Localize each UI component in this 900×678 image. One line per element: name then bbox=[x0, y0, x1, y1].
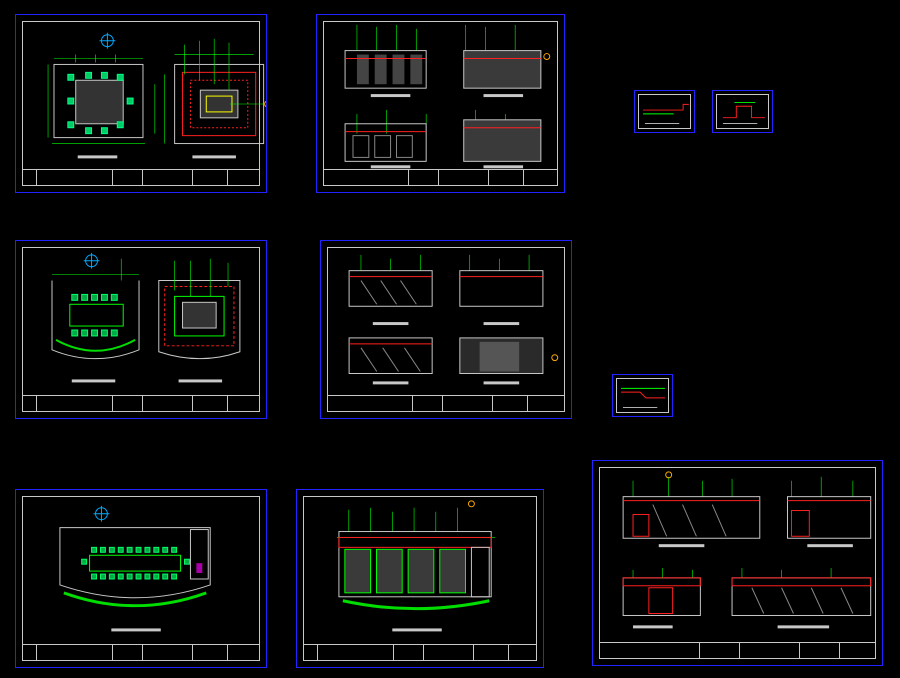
drawing-sheet-2[interactable] bbox=[316, 14, 565, 193]
sheet-2-drawing bbox=[344, 24, 551, 169]
drawing-sheet-5[interactable] bbox=[15, 489, 267, 668]
sheet-border bbox=[638, 94, 691, 129]
title-block bbox=[22, 169, 260, 186]
drawing-sheet-1[interactable] bbox=[15, 14, 267, 193]
detail-sheet-1[interactable] bbox=[634, 90, 695, 133]
sheet-border bbox=[22, 496, 260, 661]
detail-2-drawing bbox=[722, 101, 765, 124]
sheet-5-drawing bbox=[59, 505, 211, 632]
title-block bbox=[323, 169, 558, 186]
sheet-border bbox=[22, 21, 260, 186]
title-block bbox=[22, 395, 260, 412]
sheet-border bbox=[616, 378, 669, 413]
sheet-3-drawing bbox=[51, 252, 241, 383]
sheet-4-drawing bbox=[348, 254, 559, 385]
detail-3-drawing bbox=[621, 387, 665, 408]
sheet-border bbox=[323, 21, 558, 186]
detail-sheet-2[interactable] bbox=[712, 90, 773, 133]
title-block bbox=[327, 395, 565, 412]
drawing-sheet-7[interactable] bbox=[592, 460, 883, 666]
sheet-border bbox=[303, 496, 537, 661]
detail-sheet-3[interactable] bbox=[612, 374, 673, 417]
title-block bbox=[303, 644, 537, 661]
title-block bbox=[599, 642, 876, 659]
drawing-sheet-6[interactable] bbox=[296, 489, 544, 668]
drawing-sheet-3[interactable] bbox=[15, 240, 267, 419]
sheet-border bbox=[327, 247, 565, 412]
sheet-border bbox=[716, 94, 769, 129]
sheet-border bbox=[599, 467, 876, 659]
sheet-6-drawing bbox=[336, 500, 496, 632]
sheet-7-drawing bbox=[622, 471, 872, 629]
title-block bbox=[22, 644, 260, 661]
detail-1-drawing bbox=[643, 103, 689, 124]
sheet-1-drawing bbox=[47, 32, 266, 159]
sheet-border bbox=[22, 247, 260, 412]
drawing-sheet-4[interactable] bbox=[320, 240, 572, 419]
